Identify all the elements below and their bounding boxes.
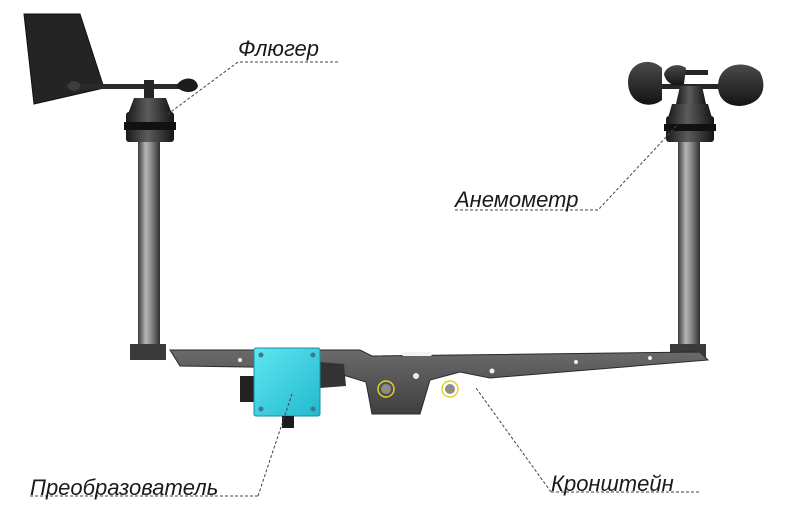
- anemometer-cup-left: [628, 61, 662, 105]
- converter: [240, 347, 321, 428]
- leader-lines: [30, 61, 700, 497]
- vane-rod: [66, 84, 182, 89]
- bracket-bolt-ring: [377, 380, 395, 398]
- vane-tail-fin: [23, 13, 105, 105]
- label-anemometer: Анемометр: [455, 187, 579, 212]
- leader-bracket: [475, 387, 700, 493]
- converter-screw: [258, 406, 264, 412]
- bracket-hole: [238, 358, 242, 362]
- bracket-bolt-ring: [441, 380, 459, 398]
- converter-side-mount: [240, 376, 256, 402]
- label-converter: Преобразователь: [30, 475, 219, 500]
- leader-wind-vane: [167, 61, 338, 115]
- anemometer-head-ring: [664, 124, 716, 131]
- anemometer-cup-right: [718, 64, 764, 106]
- vane-pointer: [176, 78, 198, 92]
- vane-head-cap: [128, 98, 172, 114]
- vane-spindle: [144, 80, 154, 98]
- vane-pole-base: [130, 344, 166, 360]
- leader-converter: [30, 393, 293, 497]
- converter-screw: [310, 406, 316, 412]
- bracket-bolt: [445, 384, 455, 394]
- bracket-hole: [489, 368, 495, 374]
- bracket-clamp: [318, 362, 346, 388]
- label-bracket: Кронштейн: [551, 471, 674, 496]
- vane-head-ring: [124, 122, 176, 130]
- converter-cable-gland: [282, 416, 294, 428]
- bracket-slot: [402, 352, 432, 356]
- bracket-hole: [648, 356, 652, 360]
- anemometer: [628, 61, 764, 360]
- label-wind-vane: Флюгер: [238, 36, 320, 61]
- bracket-bolt: [381, 384, 391, 394]
- converter-screw: [258, 352, 264, 358]
- vane-rod-collar: [68, 81, 80, 91]
- anemometer-arm-upper: [668, 70, 708, 75]
- bracket-hole: [574, 360, 578, 364]
- anemometer-hub: [676, 86, 706, 104]
- anemometer-head-cap: [668, 104, 712, 118]
- anemometer-pole: [678, 142, 700, 348]
- bracket-hole: [413, 373, 419, 379]
- leader-anemometer: [455, 119, 683, 211]
- converter-box: [253, 347, 321, 417]
- wind-vane: [23, 13, 198, 360]
- anemometer-cup-top: [664, 65, 686, 86]
- converter-screw: [310, 352, 316, 358]
- vane-pole: [138, 142, 160, 348]
